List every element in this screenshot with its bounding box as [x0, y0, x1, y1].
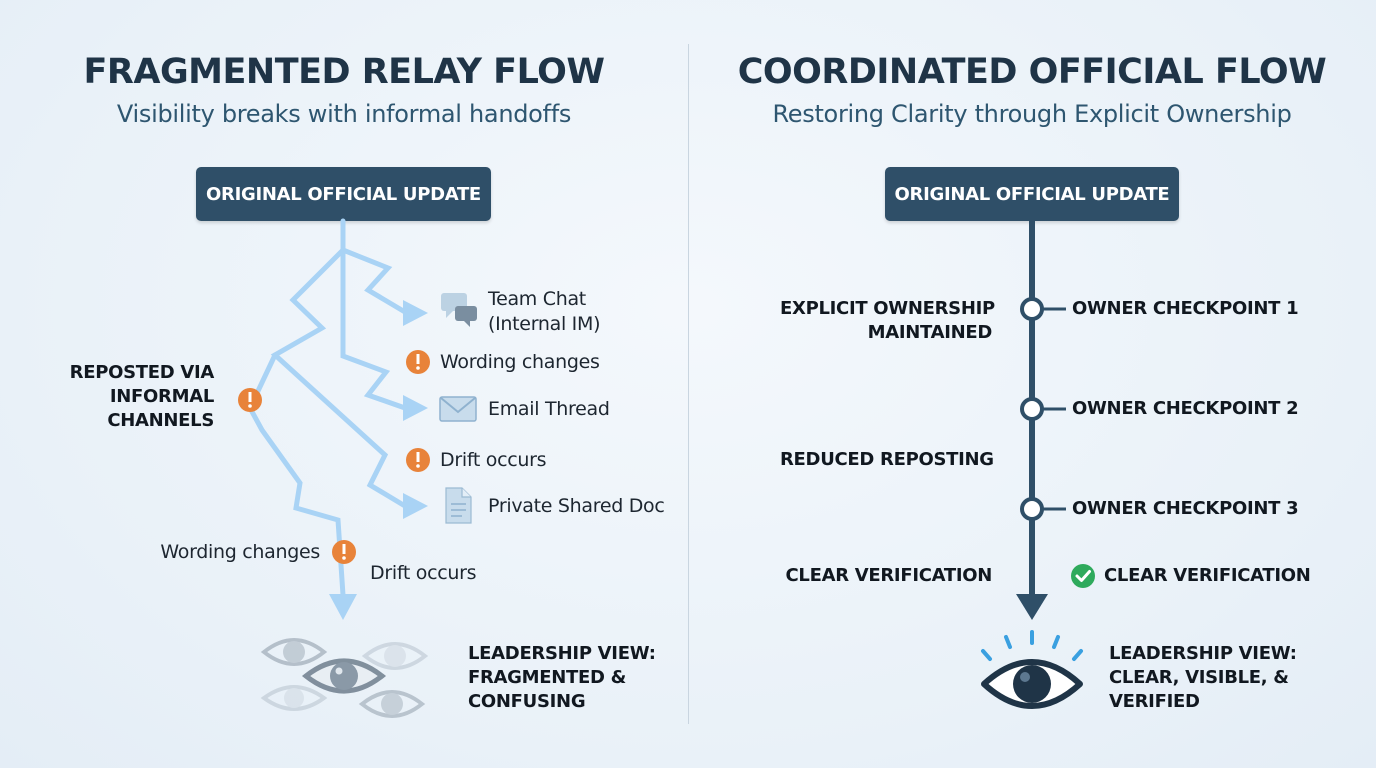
left-original-update-box: ORIGINAL OFFICIAL UPDATE [196, 167, 491, 221]
email-thread-label: Email Thread [488, 398, 610, 420]
warning-icon [406, 448, 430, 472]
checkpoint-node-2 [1020, 397, 1066, 421]
left-subtitle: Visibility breaks with informal handoffs [116, 100, 572, 128]
right-subtitle: Restoring Clarity through Explicit Owner… [772, 100, 1292, 128]
reposted-label: REPOSTED VIA INFORMAL CHANNELS [69, 362, 215, 431]
drift-occurs-label: Drift occurs [440, 449, 547, 471]
team-chat-sublabel: (Internal IM) [488, 313, 601, 335]
owner-checkpoint-2-label: OWNER CHECKPOINT 2 [1072, 398, 1299, 419]
owner-checkpoint-1-label: OWNER CHECKPOINT 1 [1072, 298, 1299, 319]
explicit-ownership-label: EXPLICIT OWNERSHIP MAINTAINED [780, 298, 995, 343]
chat-bubbles-icon [441, 293, 477, 327]
right-title: COORDINATED OFFICIAL FLOW [737, 52, 1327, 92]
right-leadership-label: LEADERSHIP VIEW: CLEAR, VISIBLE, & VERIF… [1109, 643, 1297, 712]
envelope-icon [439, 396, 477, 422]
warning-icon [406, 350, 430, 374]
clear-verification-right-label: CLEAR VERIFICATION [1104, 565, 1311, 586]
checkpoint-node-1 [1020, 297, 1066, 321]
eye-icon [301, 658, 387, 694]
eye-icon [361, 642, 429, 670]
eye-icon [260, 638, 328, 666]
left-title: FRAGMENTED RELAY FLOW [83, 52, 605, 92]
branch-email [340, 247, 408, 411]
arrowhead-leadership [329, 594, 357, 620]
eye-icon [981, 630, 1083, 709]
owner-checkpoint-3-label: OWNER CHECKPOINT 3 [1072, 498, 1299, 519]
branch-team-chat [340, 247, 408, 315]
panel-divider [688, 44, 689, 724]
arrowhead-team-chat [403, 300, 428, 326]
warning-icon [332, 540, 356, 564]
right-arrowhead [1016, 594, 1048, 620]
warning-icon [238, 388, 262, 412]
eye-icon [358, 690, 426, 718]
wording-changes-label-2: Wording changes [160, 541, 320, 563]
reduced-reposting-label: REDUCED REPOSTING [780, 449, 994, 470]
team-chat-label: Team Chat [488, 288, 586, 310]
document-icon [445, 487, 472, 524]
arrowhead-email [403, 395, 428, 421]
drift-occurs-label-2: Drift occurs [370, 562, 477, 584]
right-original-update-box: ORIGINAL OFFICIAL UPDATE [885, 167, 1179, 221]
left-leadership-label: LEADERSHIP VIEW: FRAGMENTED & CONFUSING [468, 643, 656, 712]
wording-changes-label: Wording changes [440, 351, 600, 373]
private-doc-label: Private Shared Doc [488, 495, 665, 517]
clear-verification-left-label: CLEAR VERIFICATION [785, 565, 993, 586]
checkpoint-node-3 [1020, 497, 1066, 521]
arrowhead-doc [403, 493, 428, 519]
check-circle-icon [1071, 564, 1095, 588]
eye-icon [260, 685, 328, 711]
